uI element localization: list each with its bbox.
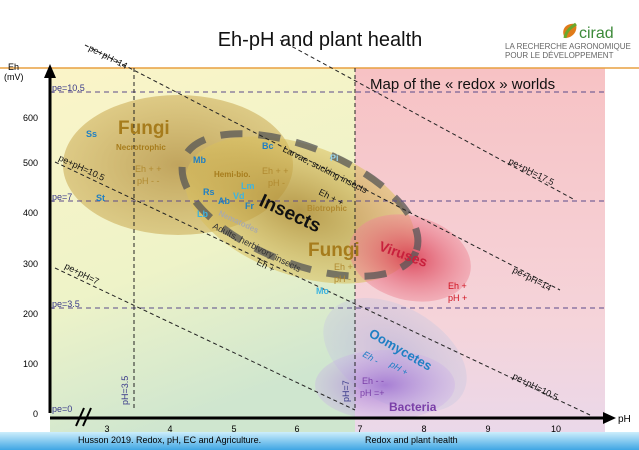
- x-tick: 9: [485, 424, 490, 434]
- y-ticks: 600 500 400 300 200 100 0: [23, 113, 38, 419]
- y-tick: 100: [23, 359, 38, 369]
- ph-3.5-label: pH=3.5: [120, 376, 130, 405]
- pe-3.5-label: pe=3.5: [52, 299, 80, 309]
- footer-citation: Husson 2019. Redox, pH, EC and Agricultu…: [78, 435, 261, 445]
- logo-text: cirad: [579, 25, 614, 42]
- y-tick: 0: [33, 409, 38, 419]
- page-title: Eh-pH and plant health: [218, 29, 423, 51]
- x-tick: 10: [551, 424, 561, 434]
- fungi-necrotrophic-title: Fungi: [118, 118, 170, 139]
- pathogen-rs: Rs: [203, 187, 215, 197]
- pe-10.5-label: pe=10.5: [52, 83, 85, 93]
- virus-eh: Eh +: [448, 281, 467, 291]
- bacteria-ph: pH =+: [360, 388, 385, 398]
- pathogen-lm: Lm: [241, 181, 255, 191]
- x-tick: 8: [421, 424, 426, 434]
- diagonal-lines: [54, 39, 591, 416]
- pe-7-label: pe=7: [52, 192, 72, 202]
- pathogen-codes: Ss St Mb Bc Rs Ab Lm Vd Fr Lb Mo Pi: [86, 129, 339, 296]
- pathogen-bc: Bc: [262, 141, 274, 151]
- ph-lines: [133, 68, 356, 410]
- ph-7-label: pH=7: [341, 380, 351, 402]
- x-tick: 7: [357, 424, 362, 434]
- hemi-ph: pH -: [268, 178, 285, 188]
- cirad-logo: cirad: [563, 22, 614, 42]
- y-tick: 600: [23, 113, 38, 123]
- y-axis-label: Eh: [8, 62, 19, 72]
- x-tick: 5: [231, 424, 236, 434]
- pathogen-lb: Lb: [197, 209, 208, 219]
- x-tick: 4: [167, 424, 172, 434]
- logo-tagline: LA RECHERCHE AGRONOMIQUE POUR LE DÉVELOP…: [505, 42, 631, 60]
- diag-14-label: pe+pH=14: [87, 43, 129, 71]
- pathogen-ss: Ss: [86, 129, 97, 139]
- virus-ph: pH +: [448, 293, 467, 303]
- y-tick: 300: [23, 259, 38, 269]
- bacteria-title: Bacteria: [389, 400, 437, 414]
- fungi-biotrophic-title: Fungi: [308, 240, 360, 261]
- footer-bar: [0, 432, 639, 450]
- x-axis-label: pH: [618, 414, 631, 425]
- pathogen-mo: Mo: [316, 286, 329, 296]
- bacteria-eh: Eh - -: [362, 376, 384, 386]
- pathogen-pi: Pi: [330, 153, 339, 163]
- pe-lines: [50, 91, 605, 309]
- necrotrophic-label: Necrotrophic: [116, 143, 166, 152]
- axis-break-icon: [75, 407, 92, 427]
- footer-subtitle: Redox and plant health: [365, 435, 458, 445]
- pathogen-ab: Ab: [218, 196, 230, 206]
- hemi-eh: Eh + +: [262, 166, 289, 176]
- y-tick: 200: [23, 309, 38, 319]
- bio-eh: Eh +: [334, 262, 353, 272]
- biotrophic-label: Biotrophic: [307, 204, 348, 213]
- x-tick: 6: [294, 424, 299, 434]
- pathogen-vd: Vd: [233, 191, 245, 201]
- x-tick: 3: [104, 424, 109, 434]
- necro-ph: pH - -: [137, 176, 160, 186]
- y-axis-unit: (mV): [4, 72, 24, 82]
- map-title: Map of the « redox » worlds: [370, 76, 555, 93]
- hemi-bio-label: Hemi-bio.: [214, 170, 250, 179]
- insects-dashed-ellipse: [178, 130, 422, 280]
- bio-ph: pH -: [334, 274, 351, 284]
- y-axis-arrow: [44, 64, 56, 78]
- necro-eh: Eh + +: [135, 164, 162, 174]
- pathogen-st: St: [96, 193, 105, 203]
- y-tick: 500: [23, 158, 38, 168]
- bacteria-zone: [315, 350, 455, 420]
- pathogen-mb: Mb: [193, 155, 206, 165]
- x-ticks: 3 4 5 6 7 8 9 10: [104, 424, 561, 434]
- pe-0-label: pe=0: [52, 404, 72, 414]
- y-tick: 400: [23, 208, 38, 218]
- x-axis-arrow: [603, 412, 616, 424]
- pathogen-fr: Fr: [245, 201, 254, 211]
